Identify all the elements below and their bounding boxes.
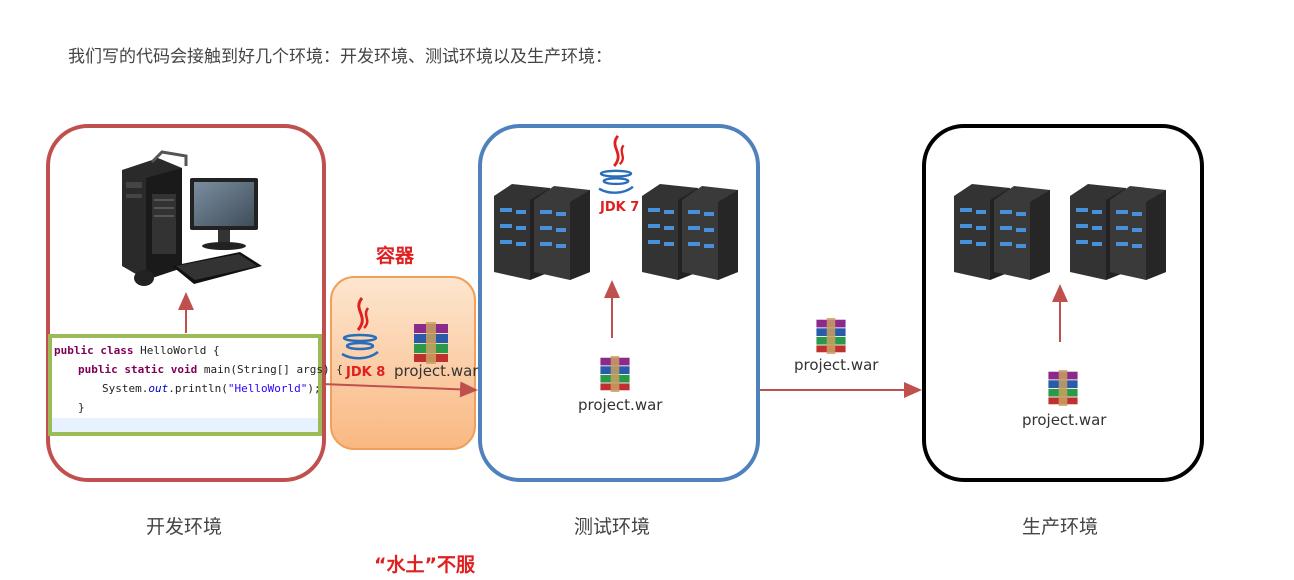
dev-to-test-arrow — [321, 381, 478, 398]
code-line-1: public class HelloWorld { — [54, 344, 220, 357]
code-snippet: public class HelloWorld { public static … — [48, 334, 343, 436]
war-label-test: project.war — [578, 396, 663, 414]
code-current-line — [52, 418, 318, 432]
server-icon — [642, 184, 738, 280]
prod-environment-box — [922, 124, 1204, 482]
code-text: main(String[] args) { — [197, 363, 343, 376]
code-keyword: public static void — [78, 363, 198, 376]
war-label-container: project.war — [394, 362, 479, 380]
winrar-archive-icon — [600, 356, 630, 392]
server-icon — [494, 184, 590, 280]
winrar-archive-icon — [816, 318, 846, 354]
war-label-transfer: project.war — [794, 356, 879, 374]
server-icon — [954, 184, 1050, 280]
code-text: .println( — [168, 382, 228, 395]
code-field: out — [148, 382, 169, 395]
intro-text: 我们写的代码会接触到好几个环境：开发环境、测试环境以及生产环境： — [68, 47, 612, 67]
java-logo-icon — [598, 134, 634, 194]
slogan-text: “水土”不服 — [374, 554, 475, 576]
test-environment-label: 测试环境 — [574, 516, 651, 538]
code-string: "HelloWorld" — [227, 382, 308, 395]
winrar-archive-icon — [414, 322, 448, 364]
code-line-4: } — [78, 401, 85, 414]
war-label-prod: project.war — [1022, 411, 1107, 429]
prod-environment-label: 生产环境 — [1022, 516, 1099, 538]
code-line-2: public static void main(String[] args) { — [78, 363, 343, 376]
code-text: System. — [102, 382, 149, 395]
winrar-archive-icon — [1048, 370, 1078, 406]
code-text: HelloWorld { — [133, 344, 220, 357]
jdk8-label: JDK 8 — [346, 365, 386, 380]
jdk7-label: JDK 7 — [600, 200, 640, 215]
code-text: ); — [307, 382, 321, 395]
code-line-3: System.out.println("HelloWorld"); — [102, 382, 321, 395]
java-logo-icon — [341, 297, 379, 360]
container-label: 容器 — [376, 245, 415, 267]
code-keyword: public class — [54, 344, 134, 357]
container-box — [330, 276, 476, 450]
desktop-computer-icon — [122, 150, 262, 286]
dev-environment-label: 开发环境 — [146, 516, 223, 538]
server-icon — [1070, 184, 1166, 280]
